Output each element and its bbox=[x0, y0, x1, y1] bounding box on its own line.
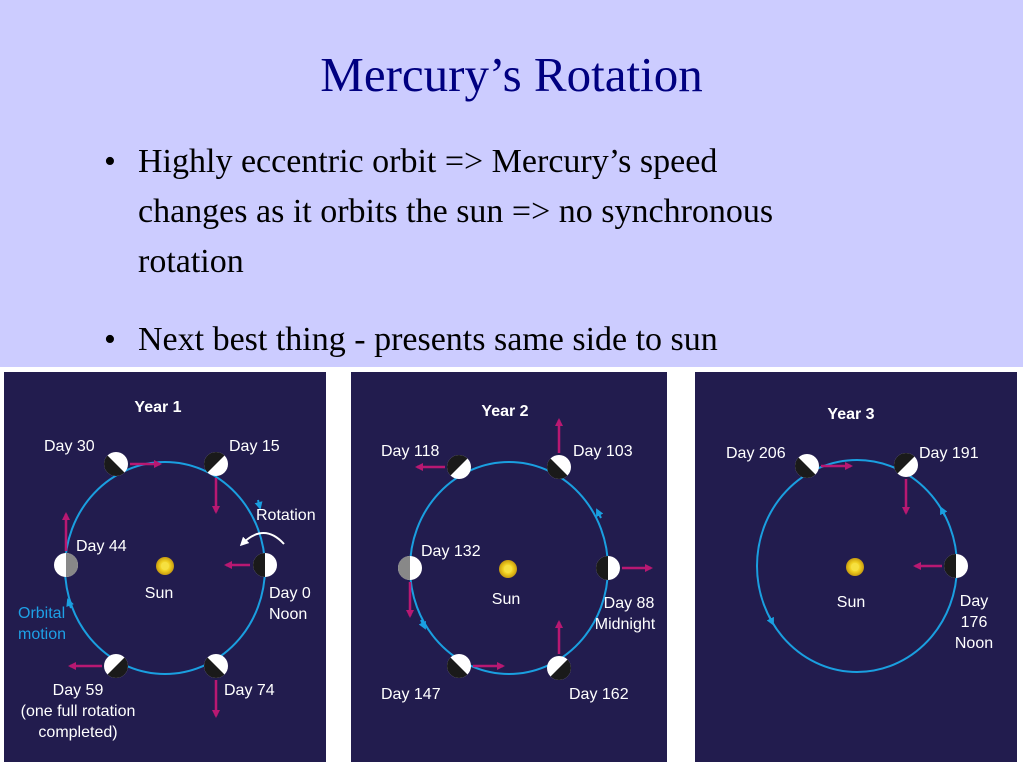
day-176-label: Day bbox=[960, 593, 988, 610]
day-59-note-2: completed) bbox=[38, 724, 117, 741]
rotation-label: Rotation bbox=[256, 507, 316, 524]
mercury-icon bbox=[447, 455, 471, 479]
panel-heading: Year 3 bbox=[827, 406, 874, 423]
slide-header-area: Mercury’s Rotation • Highly eccentric or… bbox=[0, 0, 1023, 367]
day-176-noon-label: Noon bbox=[955, 635, 993, 652]
mercury-icon bbox=[944, 554, 968, 578]
panel-heading: Year 2 bbox=[481, 403, 528, 420]
bullet-text: Next best thing - presents same side to … bbox=[138, 321, 718, 358]
day-162-label: Day 162 bbox=[569, 686, 629, 703]
panel-heading: Year 1 bbox=[134, 399, 181, 416]
orbit-direction-arrow bbox=[254, 499, 263, 510]
mercury-icon bbox=[104, 654, 128, 678]
sun-label: Sun bbox=[145, 585, 173, 602]
bullet-item: • Highly eccentric orbit => Mercury’s sp… bbox=[104, 137, 964, 287]
bullet-marker: • bbox=[104, 143, 116, 180]
orbit-direction-arrow bbox=[418, 619, 426, 630]
bullet-marker: • bbox=[104, 321, 116, 358]
day-0-label: Day 0 bbox=[269, 585, 311, 602]
orbit-direction-arrow bbox=[66, 598, 74, 609]
bullet-item: • Next best thing - presents same side t… bbox=[104, 315, 964, 365]
mercury-icon bbox=[547, 455, 571, 479]
day-0-noon-label: Noon bbox=[269, 606, 307, 623]
mercury-icon bbox=[253, 553, 277, 577]
mercury-icon bbox=[204, 452, 228, 476]
mercury-icon bbox=[547, 656, 571, 680]
mercury-icon bbox=[795, 454, 819, 478]
day-44-label: Day 44 bbox=[76, 538, 127, 555]
orbit-direction-arrow bbox=[940, 506, 948, 517]
year-3-panel: Year 3 Sun Day 176 Noon Day 191 Day 206 bbox=[695, 372, 1017, 762]
sun-label: Sun bbox=[492, 591, 520, 608]
day-191-label: Day 191 bbox=[919, 445, 979, 462]
mercury-icon bbox=[204, 654, 228, 678]
day-103-label: Day 103 bbox=[573, 443, 633, 460]
mercury-icon bbox=[398, 556, 422, 580]
year-1-panel: Year 1 Sun Day 0 Noon Rotation Day 15 Da bbox=[4, 372, 326, 762]
mercury-icon bbox=[894, 453, 918, 477]
orbital-motion-label-2: motion bbox=[18, 626, 66, 643]
orbit-direction-arrow bbox=[766, 615, 774, 626]
day-59-note: (one full rotation bbox=[21, 703, 136, 720]
mercury-icon bbox=[447, 654, 471, 678]
sun-label: Sun bbox=[837, 594, 865, 611]
day-206-label: Day 206 bbox=[726, 445, 786, 462]
rotation-direction-arrow bbox=[239, 532, 285, 547]
day-88-midnight-label: Midnight bbox=[595, 616, 656, 633]
mercury-icon bbox=[596, 556, 620, 580]
year-2-panel: Year 2 Sun Day 88 Midnight Day 103 Day 1… bbox=[351, 372, 667, 762]
sun-core bbox=[161, 562, 169, 570]
day-59-label: Day 59 bbox=[53, 682, 104, 699]
day-15-label: Day 15 bbox=[229, 438, 280, 455]
day-118-label: Day 118 bbox=[381, 443, 440, 460]
mercury-icon bbox=[54, 553, 78, 577]
day-132-label: Day 132 bbox=[421, 543, 481, 560]
day-147-label: Day 147 bbox=[381, 686, 441, 703]
bullet-text: Highly eccentric orbit => Mercury’s spee… bbox=[138, 143, 774, 280]
day-30-label: Day 30 bbox=[44, 438, 95, 455]
orbit-direction-arrow bbox=[596, 508, 604, 519]
day-176-number: 176 bbox=[961, 614, 988, 631]
day-88-label: Day 88 bbox=[604, 595, 655, 612]
slide-title: Mercury’s Rotation bbox=[320, 47, 703, 102]
orbital-motion-label: Orbital bbox=[18, 605, 65, 622]
mercury-icon bbox=[104, 452, 128, 476]
sun-core bbox=[851, 563, 859, 571]
day-74-label: Day 74 bbox=[224, 682, 275, 699]
sun-core bbox=[504, 565, 512, 573]
